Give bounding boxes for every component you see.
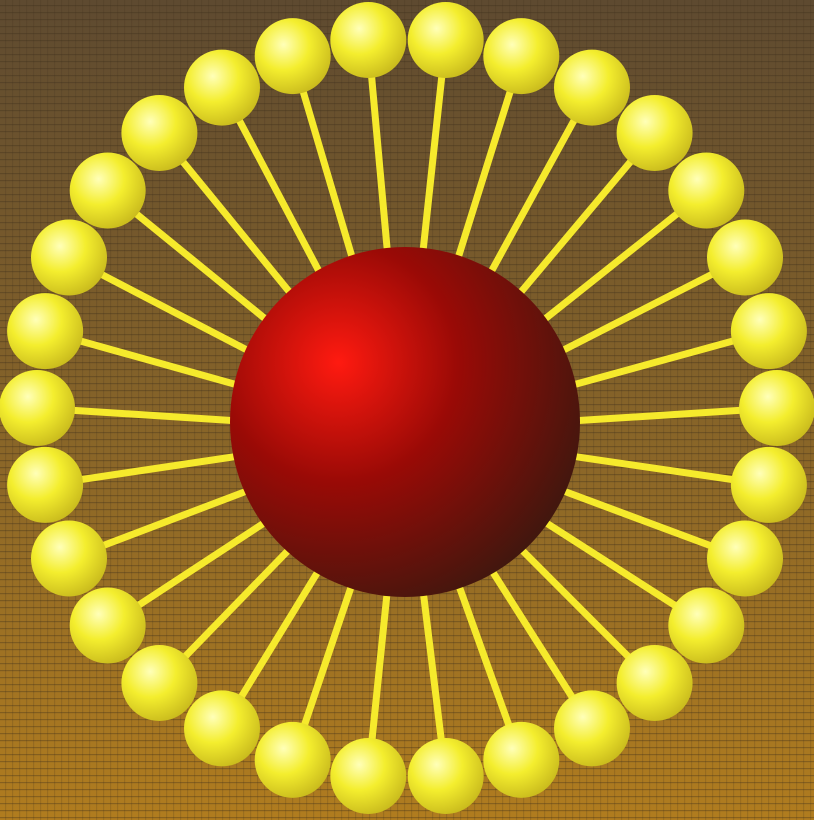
peripheral-sphere	[7, 447, 83, 523]
peripheral-sphere	[739, 370, 814, 446]
peripheral-sphere	[483, 18, 559, 94]
peripheral-sphere	[121, 95, 197, 171]
peripheral-sphere	[554, 690, 630, 766]
peripheral-sphere	[707, 521, 783, 597]
peripheral-sphere	[731, 447, 807, 523]
peripheral-sphere	[707, 220, 783, 296]
peripheral-sphere	[330, 2, 406, 78]
peripheral-sphere	[255, 722, 331, 798]
peripheral-sphere	[70, 588, 146, 664]
peripheral-sphere	[668, 153, 744, 229]
peripheral-sphere	[617, 95, 693, 171]
peripheral-sphere	[121, 645, 197, 721]
peripheral-sphere	[31, 521, 107, 597]
peripheral-sphere	[408, 2, 484, 78]
peripheral-sphere	[330, 738, 406, 814]
peripheral-sphere	[617, 645, 693, 721]
peripheral-sphere	[31, 220, 107, 296]
peripheral-sphere	[731, 293, 807, 369]
peripheral-sphere	[668, 588, 744, 664]
peripheral-sphere	[7, 293, 83, 369]
peripheral-sphere	[255, 18, 331, 94]
peripheral-sphere	[483, 722, 559, 798]
peripheral-sphere	[70, 153, 146, 229]
peripheral-sphere	[184, 50, 260, 126]
peripheral-sphere	[554, 50, 630, 126]
peripheral-sphere	[184, 690, 260, 766]
central-sphere	[230, 247, 580, 597]
peripheral-sphere	[0, 370, 75, 446]
peripheral-sphere	[408, 738, 484, 814]
